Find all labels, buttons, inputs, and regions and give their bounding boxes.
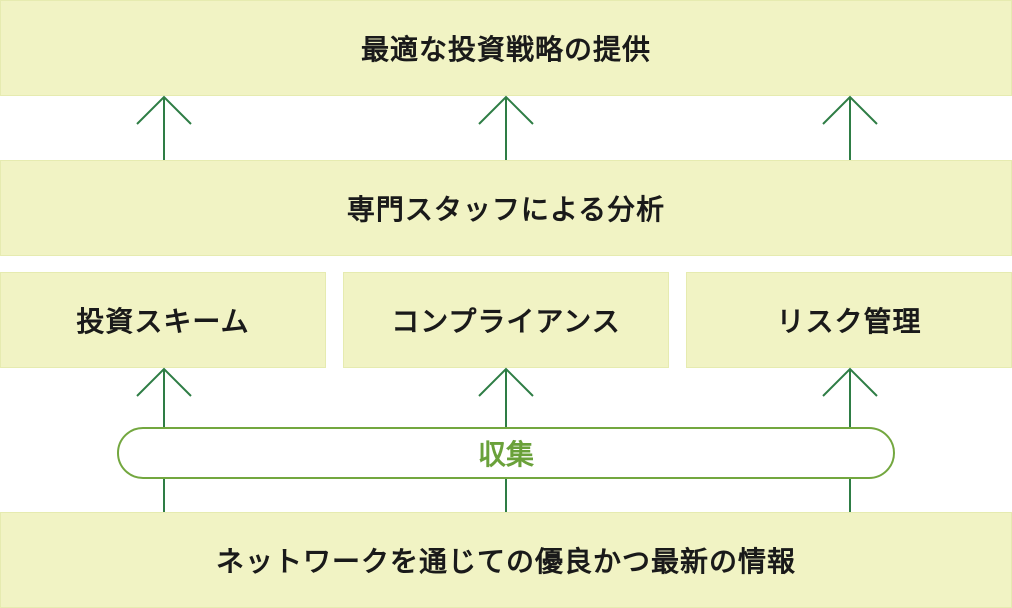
row-box-label: コンプライアンス bbox=[391, 305, 621, 338]
middle-box-label: 専門スタッフによる分析 bbox=[346, 193, 666, 226]
middle-box-analysis: 専門スタッフによる分析 bbox=[0, 160, 1012, 256]
row-box-risk-management: リスク管理 bbox=[686, 272, 1012, 368]
arrow-up-icon bbox=[136, 95, 192, 160]
arrow-up-icon bbox=[822, 95, 878, 160]
collect-label: 収集 bbox=[477, 438, 534, 471]
row-box-compliance: コンプライアンス bbox=[343, 272, 669, 368]
row-box-investment-scheme: 投資スキーム bbox=[0, 272, 326, 368]
row-box-label: リスク管理 bbox=[776, 305, 922, 338]
collect-pill: 収集 bbox=[117, 427, 895, 479]
bottom-box-label: ネットワークを通じての優良かつ最新の情報 bbox=[215, 545, 796, 578]
arrow-up-icon bbox=[136, 367, 192, 512]
row-box-label: 投資スキーム bbox=[76, 305, 250, 338]
top-box-strategy: 最適な投資戦略の提供 bbox=[0, 0, 1012, 96]
arrow-up-icon bbox=[478, 95, 534, 160]
bottom-box-information: ネットワークを通じての優良かつ最新の情報 bbox=[0, 512, 1012, 608]
top-box-label: 最適な投資戦略の提供 bbox=[360, 33, 651, 66]
arrow-up-icon bbox=[822, 367, 878, 512]
arrow-up-icon bbox=[478, 367, 534, 512]
